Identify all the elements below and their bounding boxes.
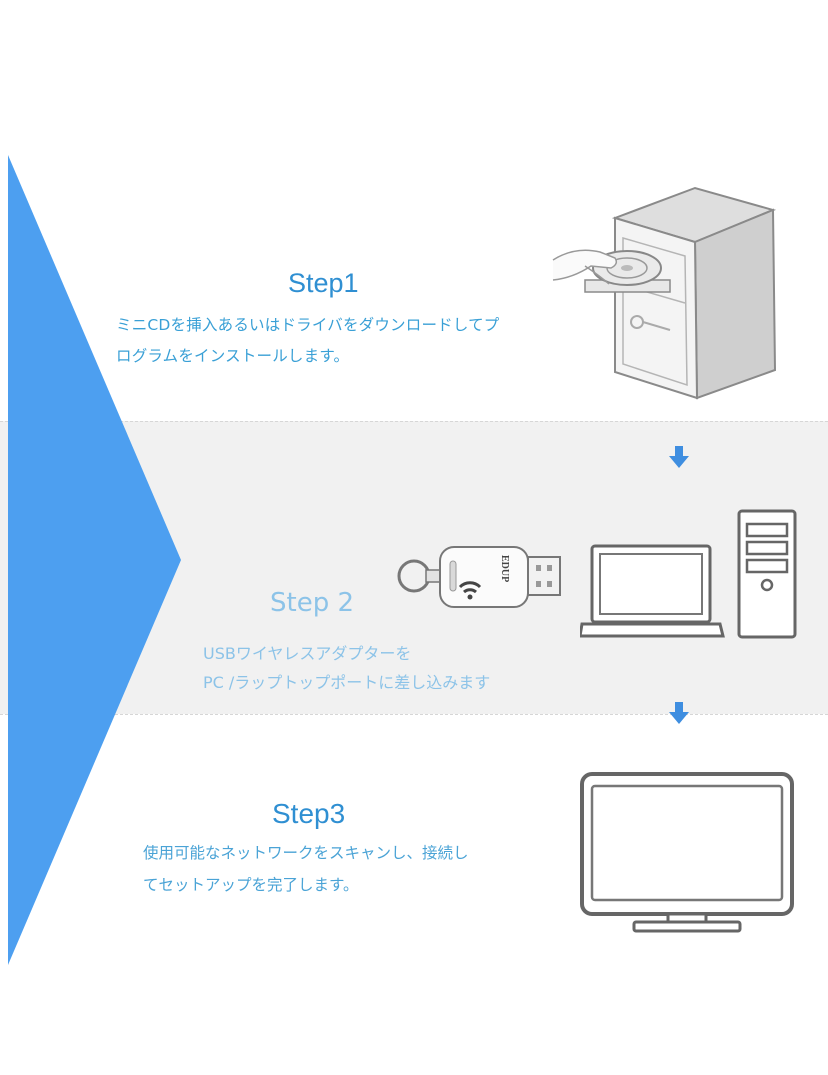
wifi-icon	[458, 581, 482, 600]
accent-triangle	[8, 155, 181, 965]
arrow-down-icon	[669, 446, 689, 468]
step1-desc-line1: ミニCDを挿入あるいはドライバをダウンロードしてプ	[116, 316, 500, 334]
step2-description: USBワイヤレスアダプターを PC /ラップトップポートに差し込みます	[203, 639, 603, 697]
step3-desc-line2: てセットアップを完了します。	[143, 876, 359, 894]
laptop-icon	[580, 544, 725, 638]
step1-description: ミニCDを挿入あるいはドライバをダウンロードしてプ ログラムをインストールします…	[116, 310, 566, 372]
step3-description: 使用可能なネットワークをスキャンし、接続し てセットアップを完了します。	[143, 837, 563, 901]
desktop-tower-icon	[737, 509, 797, 639]
adapter-brand-label: EDUP	[499, 555, 510, 582]
usb-adapter-icon: EDUP	[397, 546, 561, 608]
step2-desc-line1: USBワイヤレスアダプターを	[203, 644, 412, 663]
arrow-down-icon	[669, 702, 689, 724]
monitor-icon	[580, 772, 794, 933]
step2-desc-line2: PC /ラップトップポートに差し込みます	[203, 673, 491, 692]
step3-title: Step3	[272, 798, 346, 829]
step1-title: Step1	[288, 268, 359, 298]
band-top-divider	[0, 421, 828, 422]
computer-tower-icon	[552, 186, 777, 400]
step2-title: Step 2	[270, 588, 355, 618]
step3-desc-line1: 使用可能なネットワークをスキャンし、接続し	[143, 844, 469, 862]
band-bottom-divider	[0, 714, 828, 715]
step1-desc-line2: ログラムをインストールします。	[116, 347, 350, 365]
